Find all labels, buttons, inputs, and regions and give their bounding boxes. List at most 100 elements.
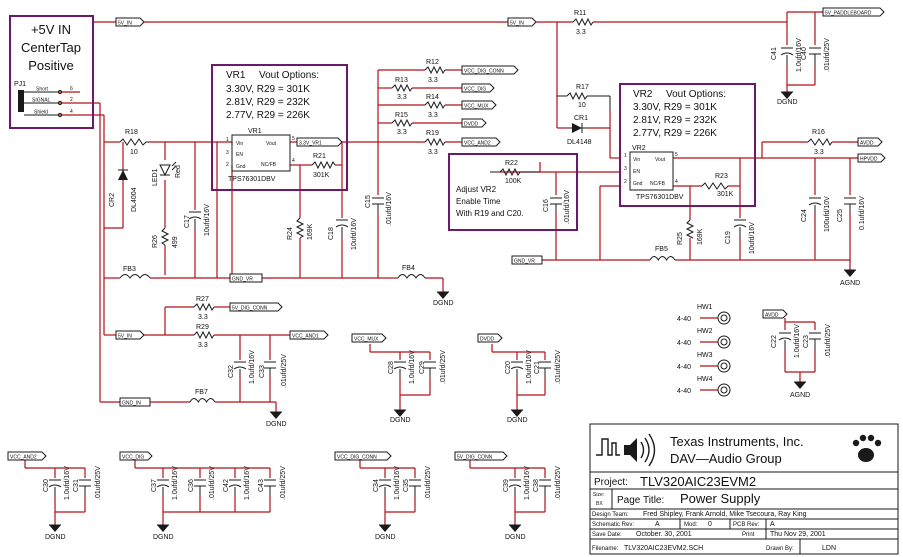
svg-text:R12: R12 bbox=[426, 59, 439, 66]
ferrite-fb5: FB5 bbox=[649, 246, 676, 261]
svg-text:169K: 169K bbox=[307, 223, 314, 240]
svg-text:10: 10 bbox=[578, 102, 586, 109]
net-dvdd-bottom: DVDD bbox=[477, 333, 503, 343]
capacitor-c15: C15 .01ufd/16V bbox=[365, 192, 393, 226]
svg-text:C37: C37 bbox=[151, 479, 158, 492]
capacitor-c36: C36 .01ufd/25V bbox=[188, 466, 216, 500]
capacitor-c20: C20 1.0ufd/16V bbox=[505, 350, 533, 384]
svg-text:GND_VR: GND_VR bbox=[232, 277, 253, 283]
svg-text:C41: C41 bbox=[771, 47, 778, 60]
svg-text:5V_DIG_CONN: 5V_DIG_CONN bbox=[232, 306, 268, 312]
svg-text:VR2: VR2 bbox=[633, 89, 653, 100]
svg-text:R23: R23 bbox=[715, 173, 728, 180]
resistors: R18 10 R11 3.3 R12 3.3 R13 3.3 R14 3.3 bbox=[119, 10, 833, 349]
ground-dgnd-c40: DGND bbox=[777, 91, 798, 106]
svg-text:Save Date:: Save Date: bbox=[592, 532, 622, 538]
svg-text:.01ufd/25V: .01ufd/25V bbox=[555, 350, 562, 384]
svg-text:Print: Print bbox=[742, 532, 755, 538]
svg-text:C35: C35 bbox=[403, 479, 410, 492]
resistor-r24: R24 169K bbox=[287, 217, 314, 240]
svg-text:R24: R24 bbox=[287, 227, 294, 240]
svg-text:3.3: 3.3 bbox=[428, 112, 438, 119]
svg-text:R11: R11 bbox=[574, 10, 586, 17]
vr2-ic bbox=[629, 151, 674, 191]
svg-text:HW4: HW4 bbox=[697, 376, 713, 383]
svg-text:GND_VR: GND_VR bbox=[514, 259, 535, 265]
capacitor-c29: C29 .01ufd/25V bbox=[419, 350, 447, 384]
ferrite-fb3: FB3 bbox=[119, 266, 151, 279]
net-5v-dig-conn: 5V_DIG_CONN bbox=[229, 302, 283, 312]
svg-text:AVDD: AVDD bbox=[765, 313, 779, 319]
capacitor-c21: C21 .01ufd/25V bbox=[534, 350, 562, 384]
svg-text:R21: R21 bbox=[313, 153, 326, 160]
svg-text:C25: C25 bbox=[837, 209, 844, 222]
net-gnd-in: GND_IN bbox=[119, 397, 151, 407]
ground-dgnd-c28: DGND bbox=[390, 409, 411, 424]
net-3v3-vr1: 3.3V_VR1 bbox=[296, 137, 343, 147]
svg-text:VCC_AND1: VCC_AND1 bbox=[292, 334, 319, 340]
svg-text:1.0ufd/16V: 1.0ufd/16V bbox=[796, 38, 803, 72]
svg-text:HW1: HW1 bbox=[697, 304, 713, 311]
net-5v-paddleboard: 5V_PADDLEBOARD bbox=[822, 7, 885, 17]
input-title-line3: Positive bbox=[28, 58, 74, 73]
ground-dgnd-c30: DGND bbox=[45, 524, 66, 541]
net-vcc-dig-conn: VCC_DIG_CONN bbox=[461, 65, 519, 75]
svg-text:6: 6 bbox=[70, 86, 73, 92]
svg-text:10ufd/16V: 10ufd/16V bbox=[204, 204, 211, 236]
capacitor-c31: C31 .01ufd/25V bbox=[73, 466, 102, 500]
capacitor-c24: C24 100ufd/10V bbox=[801, 196, 831, 232]
svg-text:EN: EN bbox=[633, 169, 640, 175]
svg-text:Mod:: Mod: bbox=[684, 522, 698, 528]
svg-text:C31: C31 bbox=[73, 479, 80, 492]
net-labels: 5V_IN 5V_IN 5V_PADDLEBOARD VCC_DIG_CONN … bbox=[7, 7, 886, 461]
svg-text:301K: 301K bbox=[313, 172, 330, 179]
svg-text:.01ufd/25V: .01ufd/25V bbox=[824, 38, 831, 72]
svg-text:FB7: FB7 bbox=[195, 389, 208, 396]
svg-text:5V_IN: 5V_IN bbox=[510, 21, 524, 27]
svg-text:Vout Options:: Vout Options: bbox=[259, 70, 319, 81]
svg-text:DGND: DGND bbox=[153, 534, 174, 541]
capacitor-c23: C23 .01ufd/25V bbox=[803, 324, 832, 358]
svg-text:1.0ufd/16V: 1.0ufd/16V bbox=[244, 466, 251, 500]
filename: TLV320AIC23EVM2.SCH bbox=[624, 545, 703, 552]
ground-symbols: DGND DGND AGND DGND DGND DGND AGND DGND bbox=[45, 91, 860, 541]
svg-text:LED1: LED1 bbox=[152, 168, 159, 186]
net-gnd-vr-left: GND_VR bbox=[229, 273, 263, 283]
svg-text:With R19 and C20.: With R19 and C20. bbox=[456, 209, 524, 218]
svg-text:VCC_DIG: VCC_DIG bbox=[122, 455, 144, 461]
svg-text:R25: R25 bbox=[677, 232, 684, 245]
svg-text:3.3: 3.3 bbox=[428, 77, 438, 84]
svg-text:.01ufd/25V: .01ufd/25V bbox=[425, 466, 432, 500]
svg-text:C17: C17 bbox=[184, 215, 191, 228]
net-gnd-vr-right: GND_VR bbox=[511, 255, 543, 265]
svg-text:Vout: Vout bbox=[266, 141, 277, 147]
ground-agnd-c22: AGND bbox=[790, 381, 810, 399]
svg-text:A: A bbox=[770, 521, 775, 528]
svg-text:VR1: VR1 bbox=[248, 128, 262, 135]
resistor-r13: R13 3.3 bbox=[391, 77, 413, 101]
resistor-r14: R14 3.3 bbox=[424, 94, 446, 119]
net-vcc-mux-bottom: VCC_MUX bbox=[351, 333, 387, 343]
svg-text:.01ufd/25V: .01ufd/25V bbox=[209, 466, 216, 500]
svg-text:C36: C36 bbox=[188, 479, 195, 492]
svg-text:VCC_DIG_CONN: VCC_DIG_CONN bbox=[464, 69, 504, 75]
svg-text:HW2: HW2 bbox=[697, 328, 713, 335]
svg-text:2: 2 bbox=[226, 162, 229, 168]
svg-text:FB5: FB5 bbox=[655, 246, 668, 253]
svg-text:C29: C29 bbox=[419, 361, 426, 374]
svg-text:3.3: 3.3 bbox=[428, 149, 438, 156]
svg-text:Schematic Rev:: Schematic Rev: bbox=[592, 522, 634, 528]
svg-text:2.77V, R29 = 226K: 2.77V, R29 = 226K bbox=[226, 110, 310, 121]
net-5v-in-top: 5V_IN bbox=[115, 17, 145, 27]
net-vcc-and2-bottom: VCC_AND2 bbox=[7, 451, 47, 461]
svg-text:4-40: 4-40 bbox=[677, 364, 691, 371]
svg-text:C42: C42 bbox=[223, 479, 230, 492]
svg-text:DGND: DGND bbox=[390, 417, 411, 424]
resistor-r22: R22 100K bbox=[490, 160, 540, 185]
svg-text:Adjust VR2: Adjust VR2 bbox=[456, 185, 497, 194]
svg-text:NC/FB: NC/FB bbox=[261, 162, 277, 168]
svg-text:1.0ufd/16V: 1.0ufd/16V bbox=[794, 324, 801, 358]
svg-text:.01ufd/25V: .01ufd/25V bbox=[95, 466, 102, 500]
svg-text:100ufd/10V: 100ufd/10V bbox=[824, 196, 831, 232]
svg-text:Design Team:: Design Team: bbox=[592, 512, 629, 518]
